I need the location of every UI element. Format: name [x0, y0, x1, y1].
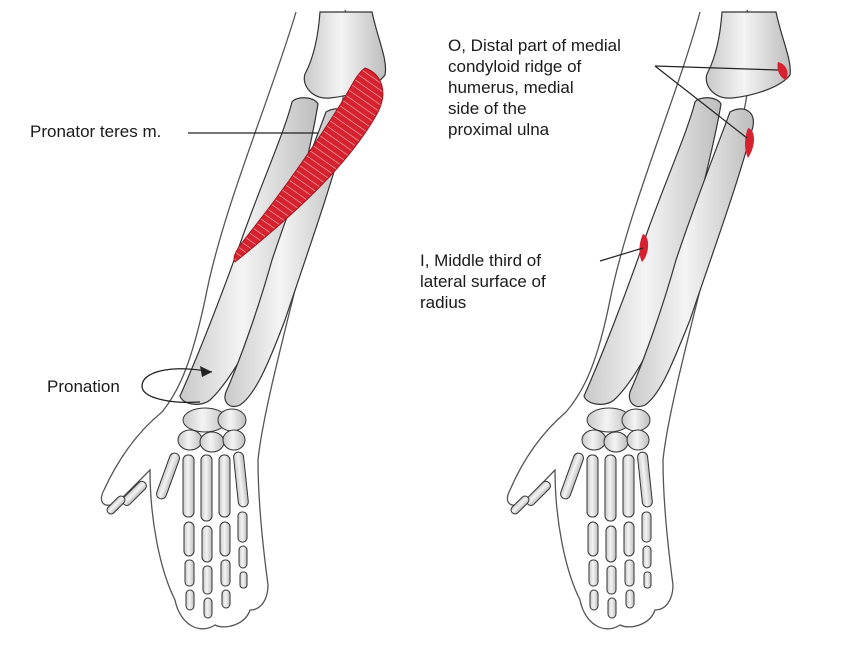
- pronation-arrowhead: [200, 366, 212, 377]
- origin-leader-1: [654, 65, 779, 71]
- origin-mark-humerus: [777, 62, 788, 80]
- left-hand-bones: [106, 407, 249, 619]
- left-arm: [100, 9, 387, 630]
- origin-mark-ulna: [745, 128, 754, 158]
- right-ulna: [628, 108, 754, 408]
- right-arm: [506, 9, 791, 630]
- origin-leader-2: [654, 65, 748, 139]
- right-humerus: [705, 11, 791, 99]
- label-origin: O, Distal part of medial condyloid ridge…: [448, 36, 621, 139]
- right-radius: [583, 97, 722, 405]
- label-pronation: Pronation: [47, 377, 120, 396]
- insertion-mark-radius: [639, 234, 649, 262]
- label-pronator-teres: Pronator teres m.: [30, 122, 162, 141]
- pronation-arrow: [141, 368, 213, 404]
- right-hand-bones: [510, 407, 653, 619]
- pronator-teres-muscle: [233, 67, 384, 263]
- insertion-leader: [599, 247, 644, 262]
- label-insertion: I, Middle third of lateral surface of ra…: [420, 251, 546, 312]
